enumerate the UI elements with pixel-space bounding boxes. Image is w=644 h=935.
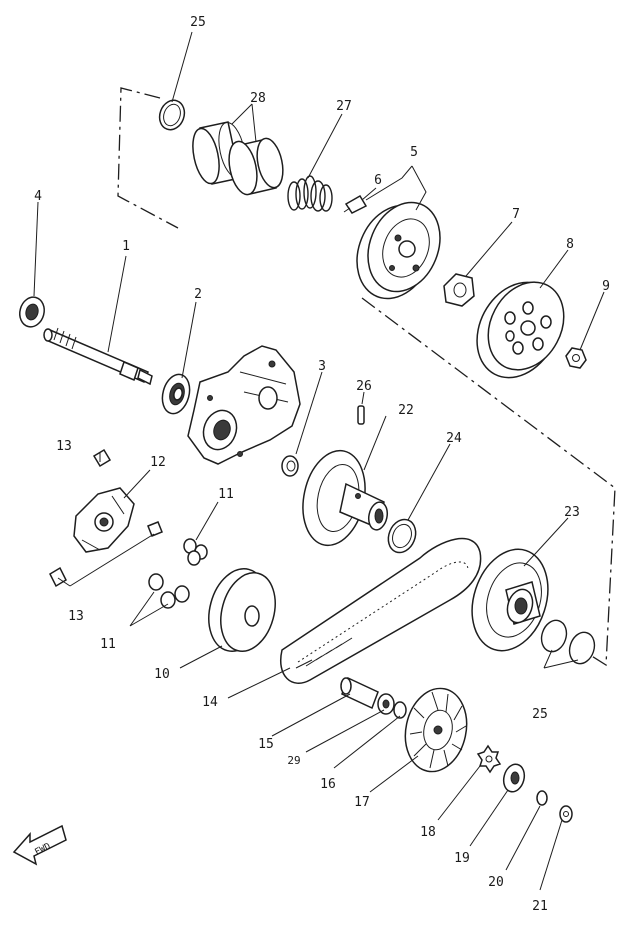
part-21-nut — [559, 805, 573, 823]
label-24-lower: 24 — [446, 431, 462, 446]
label-19: 19 — [454, 851, 470, 866]
part-13-slide-top — [92, 448, 112, 468]
part-19-nut — [502, 763, 526, 793]
part-3-washer — [281, 455, 299, 477]
label-28: 28 — [250, 91, 266, 106]
label-1: 1 — [122, 239, 130, 254]
label-15: 16 — [320, 777, 336, 792]
assembly-boundary-line — [117, 87, 616, 667]
label-6: 6 — [374, 173, 382, 188]
part-24-circlip-lower — [387, 518, 417, 554]
part-28-bushing — [192, 121, 284, 196]
gear-case-housing — [187, 345, 301, 465]
part-18-star-washer — [476, 744, 502, 774]
part-12-ramp-plate — [73, 487, 135, 553]
label-9: 9 — [602, 279, 610, 294]
label-10: 10 — [154, 667, 170, 682]
part-6-pin — [343, 194, 368, 214]
part-27-spring — [287, 175, 333, 212]
part-24-circlip — [158, 99, 186, 131]
label-22: 22 — [398, 403, 414, 418]
part-2-bearing — [161, 373, 191, 415]
part-29-washer — [377, 693, 395, 715]
label-7: 7 — [512, 207, 520, 222]
part-16-v-belt — [280, 537, 482, 684]
part-11-rollers-upper — [183, 538, 208, 566]
label-26: 26 — [356, 379, 372, 394]
label-25: 25 — [532, 707, 548, 722]
label-27: 27 — [336, 99, 352, 114]
part-26-pin — [357, 405, 365, 425]
part-4-oil-seal — [19, 296, 45, 328]
part-17-fan-pulley — [404, 687, 468, 773]
label-17: 17 — [354, 795, 370, 810]
part-15-washer — [393, 701, 407, 719]
part-11-rollers-lower — [148, 573, 190, 609]
label-5: 5 — [410, 145, 418, 160]
label-14: 15 — [258, 737, 274, 752]
part-14-collar — [340, 676, 379, 710]
fwd-direction-arrow: FWD — [12, 824, 67, 866]
label-11-lower: 11 — [100, 637, 116, 652]
label-16: 14 — [202, 695, 218, 710]
label-8: 8 — [566, 237, 574, 252]
label-4: 4 — [34, 189, 42, 204]
label-18: 18 — [420, 825, 436, 840]
label-13-left: 13 — [68, 609, 84, 624]
leader-lines — [33, 31, 605, 891]
part-20-washer — [536, 790, 548, 806]
part-number-labels: 25 28 27 5 6 7 8 9 4 1 2 3 26 22 24 13 1… — [34, 15, 610, 914]
part-10-primary-sheave — [208, 568, 276, 652]
label-2: 2 — [194, 287, 202, 302]
part-5-clutch-carrier — [356, 201, 441, 300]
part-22-secondary-sheave — [302, 449, 389, 547]
label-13-top: 13 — [56, 439, 72, 454]
label-24-top: 25 — [190, 15, 206, 30]
part-13-slides-left — [49, 521, 163, 588]
label-29: 29 — [287, 754, 300, 767]
part-25-o-rings — [540, 619, 596, 665]
label-11-upper: 11 — [218, 487, 234, 502]
label-23: 23 — [564, 505, 580, 520]
part-9-nut — [565, 347, 587, 369]
part-1-drive-shaft — [43, 327, 153, 386]
label-12: 12 — [150, 455, 166, 470]
label-20: 20 — [488, 875, 504, 890]
label-3: 3 — [318, 359, 326, 374]
label-21: 21 — [532, 899, 548, 914]
part-7-nut — [443, 273, 475, 307]
part-8-clutch-housing — [476, 281, 565, 379]
